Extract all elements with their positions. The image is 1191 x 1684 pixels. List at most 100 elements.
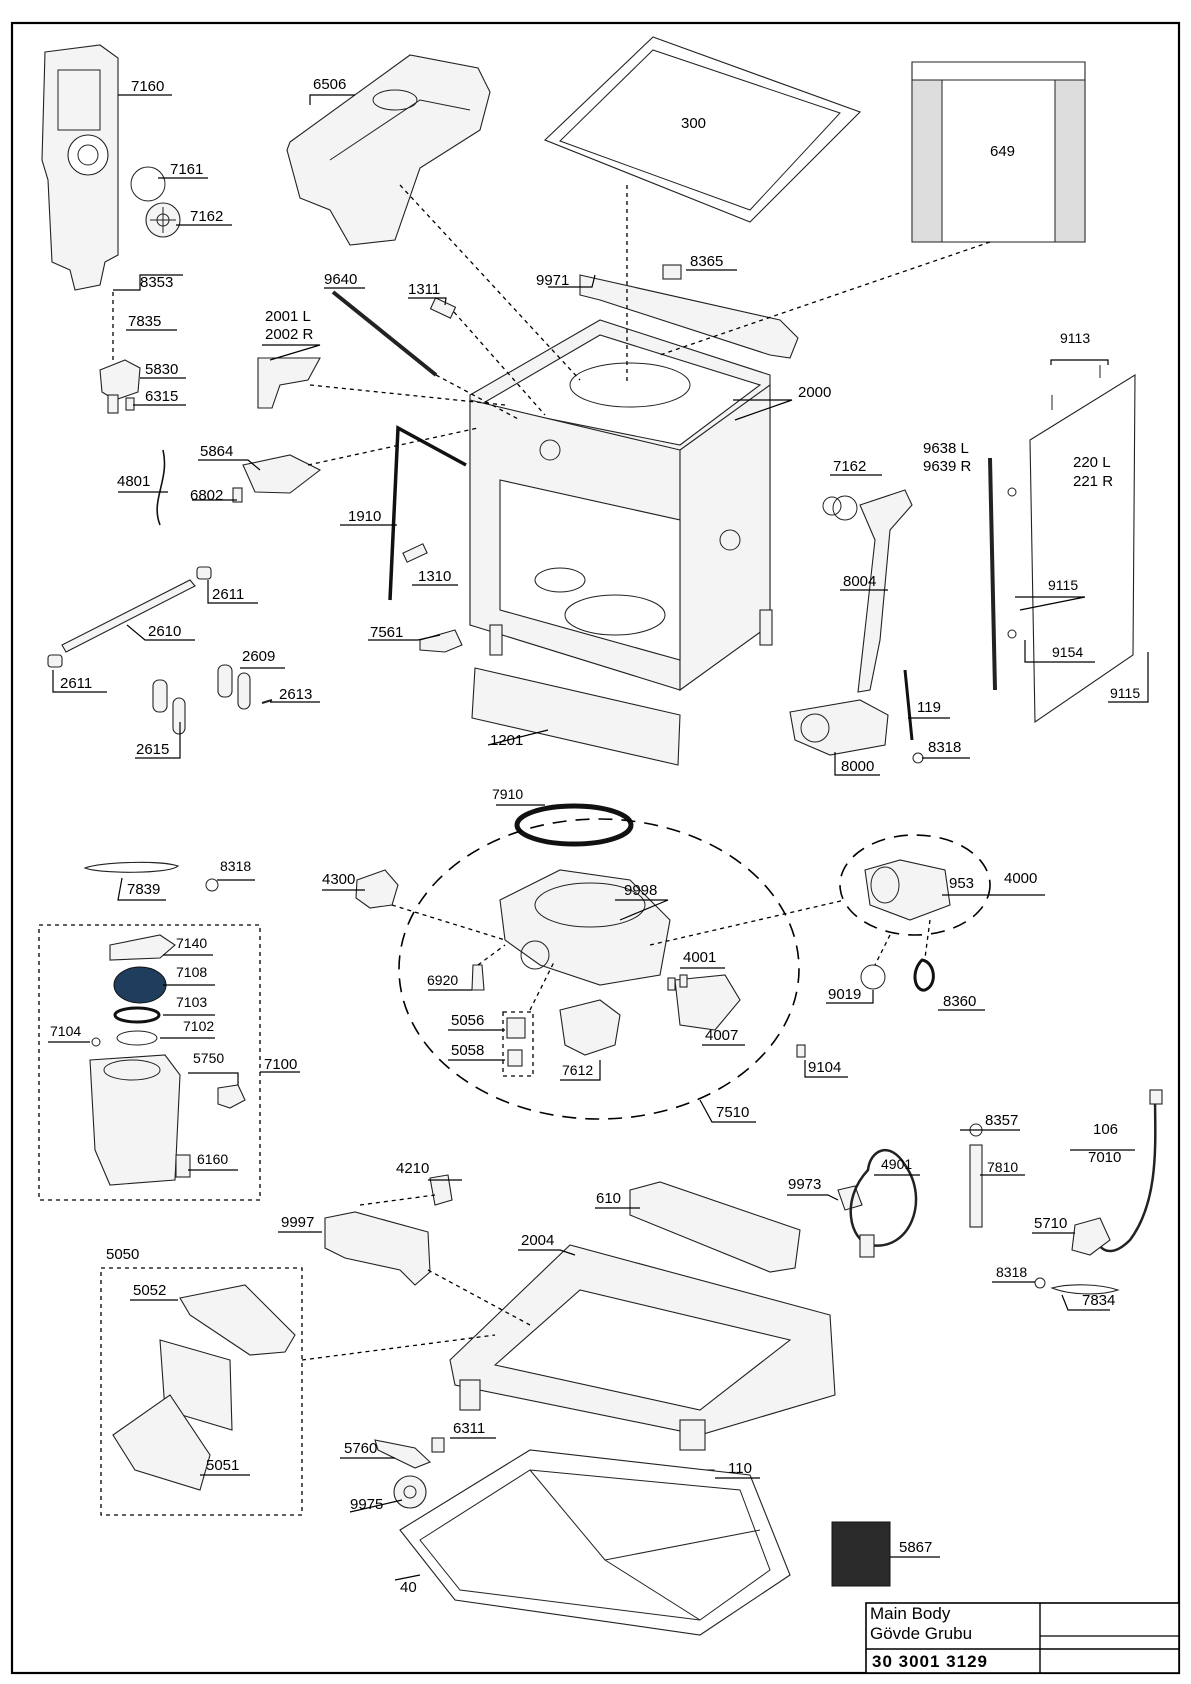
label-2002-R[interactable]: 2002 R bbox=[265, 326, 314, 343]
label-9973[interactable]: 9973 bbox=[788, 1176, 821, 1193]
label-8353[interactable]: 8353 bbox=[140, 274, 173, 291]
part-8318b-drawing bbox=[205, 878, 219, 892]
label-8318-a[interactable]: 8318 bbox=[928, 739, 961, 756]
label-1311[interactable]: 1311 bbox=[408, 281, 440, 298]
label-5056[interactable]: 5056 bbox=[451, 1012, 484, 1029]
label-8365[interactable]: 8365 bbox=[690, 253, 723, 270]
label-1310[interactable]: 1310 bbox=[418, 568, 451, 585]
label-4210[interactable]: 4210 bbox=[396, 1160, 429, 1177]
label-9113[interactable]: 9113 bbox=[1060, 330, 1090, 346]
label-9154[interactable]: 9154 bbox=[1052, 644, 1083, 660]
label-5058[interactable]: 5058 bbox=[451, 1042, 484, 1059]
label-9019[interactable]: 9019 bbox=[828, 986, 861, 1003]
label-6802[interactable]: 6802 bbox=[190, 487, 223, 504]
label-6311[interactable]: 6311 bbox=[453, 1420, 485, 1437]
label-8318-c[interactable]: 8318 bbox=[996, 1264, 1027, 1280]
label-5760[interactable]: 5760 bbox=[344, 1440, 377, 1457]
label-9997[interactable]: 9997 bbox=[281, 1214, 314, 1231]
label-7108[interactable]: 7108 bbox=[176, 964, 207, 980]
label-1201[interactable]: 1201 bbox=[490, 732, 523, 749]
label-2615[interactable]: 2615 bbox=[136, 741, 169, 758]
label-2613[interactable]: 2613 bbox=[279, 686, 312, 703]
part-953-drawing bbox=[864, 859, 951, 921]
label-2000[interactable]: 2000 bbox=[798, 384, 831, 401]
label-649[interactable]: 649 bbox=[990, 143, 1015, 160]
label-5750[interactable]: 5750 bbox=[193, 1050, 224, 1066]
label-9115-b[interactable]: 9115 bbox=[1110, 685, 1140, 701]
label-610[interactable]: 610 bbox=[596, 1190, 621, 1207]
label-221-R[interactable]: 221 R bbox=[1073, 473, 1113, 490]
label-7010[interactable]: 7010 bbox=[1088, 1149, 1121, 1166]
label-7835[interactable]: 7835 bbox=[128, 313, 161, 330]
label-9104[interactable]: 9104 bbox=[808, 1059, 841, 1076]
label-6160[interactable]: 6160 bbox=[197, 1151, 228, 1167]
label-4001[interactable]: 4001 bbox=[683, 949, 716, 966]
label-6506[interactable]: 6506 bbox=[313, 76, 346, 93]
label-8318-b[interactable]: 8318 bbox=[220, 858, 251, 874]
label-5830[interactable]: 5830 bbox=[145, 361, 178, 378]
label-9975[interactable]: 9975 bbox=[350, 1496, 383, 1513]
label-7160[interactable]: 7160 bbox=[131, 78, 164, 95]
label-4000[interactable]: 4000 bbox=[1004, 870, 1037, 887]
label-119[interactable]: 119 bbox=[917, 699, 941, 716]
label-5710[interactable]: 5710 bbox=[1034, 1215, 1067, 1232]
label-8004[interactable]: 8004 bbox=[843, 573, 876, 590]
label-5864[interactable]: 5864 bbox=[200, 443, 233, 460]
label-7839[interactable]: 7839 bbox=[127, 881, 160, 898]
label-8000[interactable]: 8000 bbox=[841, 758, 874, 775]
label-9971[interactable]: 9971 bbox=[536, 272, 569, 289]
label-2611-top[interactable]: 2611 bbox=[212, 586, 244, 603]
label-7612[interactable]: 7612 bbox=[562, 1062, 593, 1078]
label-6920[interactable]: 6920 bbox=[427, 972, 458, 988]
label-9998[interactable]: 9998 bbox=[624, 882, 657, 899]
label-7834[interactable]: 7834 bbox=[1082, 1292, 1115, 1309]
label-220-L[interactable]: 220 L bbox=[1073, 454, 1111, 471]
part-9997-drawing bbox=[324, 1211, 431, 1286]
label-4801[interactable]: 4801 bbox=[117, 473, 150, 490]
part-2615-drawing bbox=[152, 679, 186, 735]
label-4300[interactable]: 4300 bbox=[322, 871, 355, 888]
label-8357[interactable]: 8357 bbox=[985, 1112, 1018, 1129]
label-300[interactable]: 300 bbox=[681, 115, 706, 132]
label-5052[interactable]: 5052 bbox=[133, 1282, 166, 1299]
label-7140[interactable]: 7140 bbox=[176, 935, 207, 951]
part-2611-left-drawing bbox=[47, 654, 63, 668]
label-7102[interactable]: 7102 bbox=[183, 1018, 214, 1034]
label-2609[interactable]: 2609 bbox=[242, 648, 275, 665]
label-1910[interactable]: 1910 bbox=[348, 508, 381, 525]
label-7103[interactable]: 7103 bbox=[176, 994, 207, 1010]
label-6315[interactable]: 6315 bbox=[145, 388, 178, 405]
label-9640[interactable]: 9640 bbox=[324, 271, 357, 288]
label-7561[interactable]: 7561 bbox=[370, 624, 403, 641]
part-5051-drawing bbox=[112, 1394, 211, 1491]
label-2610[interactable]: 2610 bbox=[148, 623, 181, 640]
label-9639-R[interactable]: 9639 R bbox=[923, 458, 972, 475]
part-5710-drawing bbox=[1071, 1217, 1111, 1256]
label-106[interactable]: 106 bbox=[1093, 1121, 1118, 1138]
label-7162-b[interactable]: 7162 bbox=[833, 458, 866, 475]
part-9104-drawing bbox=[796, 1044, 806, 1058]
label-7810[interactable]: 7810 bbox=[987, 1159, 1018, 1175]
label-9115-a[interactable]: 9115 bbox=[1048, 577, 1078, 593]
part-8318a-drawing bbox=[912, 752, 924, 764]
label-110[interactable]: 110 bbox=[728, 1460, 752, 1477]
label-7104[interactable]: 7104 bbox=[50, 1023, 81, 1039]
label-7510[interactable]: 7510 bbox=[716, 1104, 749, 1121]
label-7910[interactable]: 7910 bbox=[492, 786, 523, 802]
label-2004[interactable]: 2004 bbox=[521, 1232, 554, 1249]
label-8360[interactable]: 8360 bbox=[943, 993, 976, 1010]
label-40[interactable]: 40 bbox=[400, 1579, 417, 1596]
label-2611-left[interactable]: 2611 bbox=[60, 675, 92, 692]
label-4901[interactable]: 4901 bbox=[881, 1156, 912, 1172]
label-9638-L[interactable]: 9638 L bbox=[923, 440, 969, 457]
label-5051[interactable]: 5051 bbox=[206, 1457, 239, 1474]
label-5867[interactable]: 5867 bbox=[899, 1539, 932, 1556]
label-5050[interactable]: 5050 bbox=[106, 1246, 139, 1263]
label-4007[interactable]: 4007 bbox=[705, 1027, 738, 1044]
label-953[interactable]: 953 bbox=[949, 875, 974, 892]
label-7100[interactable]: 7100 bbox=[264, 1056, 297, 1073]
part-2004-drawing bbox=[449, 1244, 836, 1451]
label-7161[interactable]: 7161 bbox=[170, 161, 203, 178]
label-7162[interactable]: 7162 bbox=[190, 208, 223, 225]
label-2001-L[interactable]: 2001 L bbox=[265, 308, 311, 325]
